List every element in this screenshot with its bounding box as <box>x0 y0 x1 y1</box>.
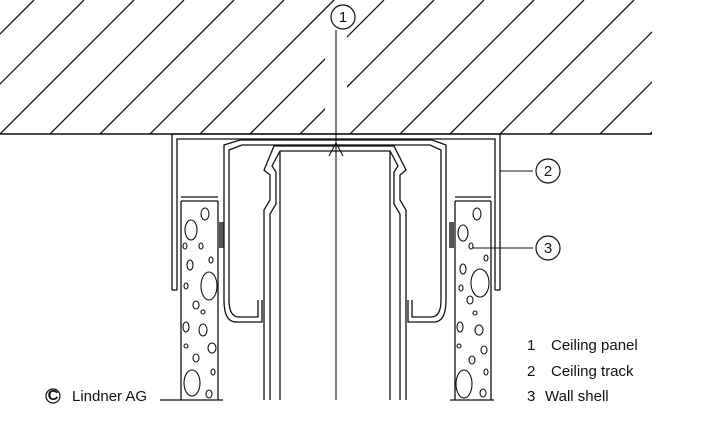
callout-circle <box>535 235 561 261</box>
wall-shell-left <box>160 196 223 401</box>
ceiling-panel <box>223 139 447 400</box>
copyright-credit: C Lindner AG <box>45 387 147 405</box>
callout-2: 2 <box>535 158 561 184</box>
callout-circle <box>330 4 356 30</box>
ceiling-slab-hatch <box>0 0 652 134</box>
copyright-symbol: C <box>48 387 59 404</box>
legend-text-1: Ceiling panel <box>551 337 638 354</box>
legend-number-3: 3 <box>527 388 535 405</box>
legend-text-2: Ceiling track <box>551 363 634 380</box>
credit-text: Lindner AG <box>72 388 147 405</box>
callout-3: 3 <box>535 235 561 261</box>
legend: 1 Ceiling panel 2 Ceiling track 3 Wall s… <box>527 337 638 405</box>
callout-number: 1 <box>339 9 347 26</box>
legend-number-2: 2 <box>527 363 535 380</box>
callout-number: 3 <box>544 240 552 257</box>
callout-circle <box>535 158 561 184</box>
wall-shell-left-texture <box>182 207 218 399</box>
copyright-icon <box>45 388 61 404</box>
callout-number: 2 <box>544 163 552 180</box>
wall-shell-right <box>450 196 494 401</box>
leader-lines <box>328 30 533 400</box>
callout-1: 1 <box>330 4 356 30</box>
sealing-strips <box>219 222 454 248</box>
legend-number-1: 1 <box>527 337 535 354</box>
legend-text-3: Wall shell <box>545 388 609 405</box>
wall-shell-right-texture <box>455 207 490 399</box>
